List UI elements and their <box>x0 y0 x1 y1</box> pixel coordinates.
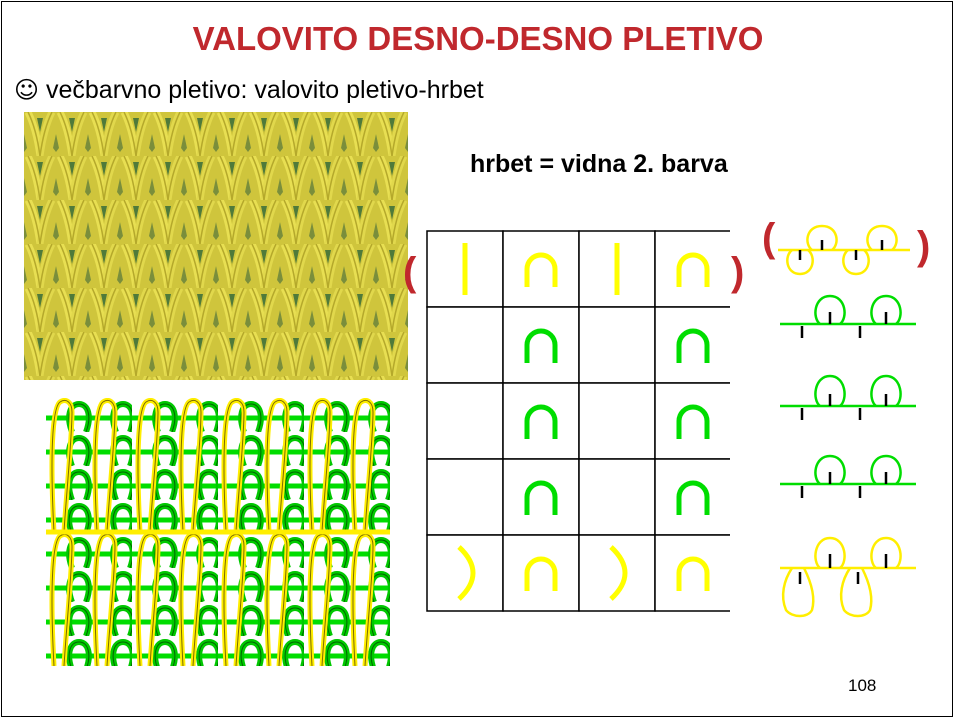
grid-cell <box>426 534 504 612</box>
grid-cell <box>654 534 730 612</box>
grid-close-paren: ) <box>731 250 745 294</box>
grid-cell <box>654 230 730 308</box>
knit-fabric-photo <box>24 112 408 380</box>
stitch-arch-icon <box>676 480 710 515</box>
loop-notation <box>778 224 916 618</box>
grid-cell <box>502 306 580 384</box>
stitch-arch-icon <box>524 480 558 515</box>
grid-cell <box>578 458 656 536</box>
notation-row-2 <box>780 294 916 326</box>
grid-cell <box>502 230 580 308</box>
grid-cell <box>578 534 656 612</box>
grid-cell <box>426 458 504 536</box>
stitch-arch-icon <box>524 328 558 363</box>
grid-cell <box>502 458 580 536</box>
stitch-structure-diagram <box>46 398 390 666</box>
grid-cell <box>578 306 656 384</box>
stitch-arch-icon <box>676 556 710 591</box>
grid-cell <box>502 534 580 612</box>
stitch-arch-icon <box>676 252 710 287</box>
smiley-icon: ☺ <box>14 76 40 104</box>
subtitle-text: večbarvno pletivo: valovito pletivo-hrbe… <box>39 76 484 104</box>
grid-cell <box>426 306 504 384</box>
grid-cell <box>654 458 730 536</box>
stitch-arch-icon <box>524 252 558 287</box>
slide-title: VALOVITO DESNO-DESNO PLETIVO <box>192 20 764 57</box>
grid-cell <box>502 382 580 460</box>
stitch-arch-icon <box>676 328 710 363</box>
notation-grid <box>426 230 730 612</box>
stitch-arch-icon <box>524 404 558 439</box>
notation-close-paren: ) <box>917 224 931 268</box>
subtitle: ☺ večbarvno pletivo: valovito pletivo-hr… <box>14 76 484 105</box>
grid-open-paren: ( <box>403 250 417 294</box>
notation-open-paren: ( <box>762 216 776 260</box>
stitch-arch-icon <box>524 556 558 591</box>
grid-cell <box>654 306 730 384</box>
notation-row-1 <box>778 224 910 276</box>
notation-row-4 <box>780 454 916 486</box>
grid-cell <box>426 382 504 460</box>
notation-row-5 <box>780 536 916 618</box>
notation-row-3 <box>780 374 916 408</box>
stitch-curve-icon <box>457 545 476 601</box>
stitch-curve-icon <box>609 545 628 601</box>
stitch-arch-icon <box>676 404 710 439</box>
formula-text: hrbet = vidna 2. barva <box>470 150 728 178</box>
grid-cell <box>578 382 656 460</box>
page-number: 108 <box>848 676 877 695</box>
grid-cell <box>654 382 730 460</box>
